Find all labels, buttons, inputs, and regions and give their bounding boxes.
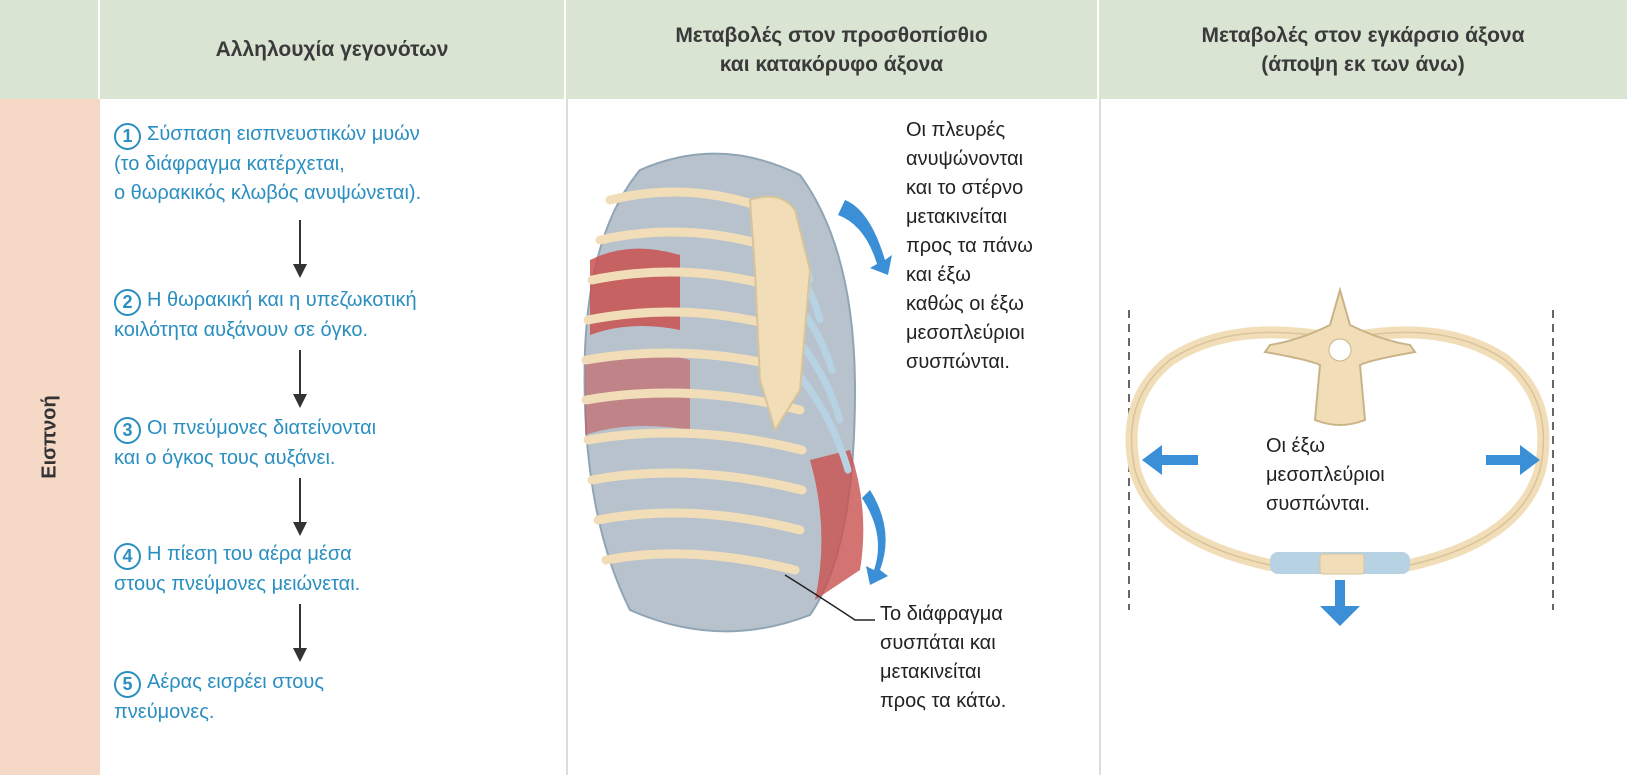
header-ap-line1: Μεταβολές στον προσθοπίσθιο — [675, 21, 987, 50]
header-transverse-axis: Μεταβολές στον εγκάρσιο άξονα (άποψη εκ … — [1099, 0, 1627, 99]
step-text: Αέρας εισρέει στους — [147, 671, 324, 693]
header-sequence: Αλληλουχία γεγονότων — [100, 0, 566, 99]
note-line: συσπώνται. — [1266, 490, 1385, 519]
step-1: 1 Σύσπαση εισπνευστικών μυών (το διάφραγμ… — [114, 120, 421, 208]
header-sequence-label: Αλληλουχία γεγονότων — [216, 35, 449, 64]
note-line: προς τα κάτω. — [880, 687, 1006, 716]
header-tr-line2: (άποψη εκ των άνω) — [1201, 50, 1524, 79]
flow-arrow — [299, 220, 301, 276]
step-number: 5 — [114, 671, 141, 698]
transverse-note: Οι έξω μεσοπλεύριοι συσπώνται. — [1266, 432, 1385, 519]
step-4: 4 Η πίεση του αέρα μέσα στους πνεύμονες μ… — [114, 540, 360, 599]
step-text: (το διάφραγμα κατέρχεται, — [114, 153, 345, 175]
note-line: συσπάται και — [880, 629, 1006, 658]
flow-arrow — [299, 604, 301, 660]
rib-cage-illustration — [570, 130, 910, 650]
ap-note-diaphragm: Το διάφραγμα συσπάται και μετακινείται π… — [880, 600, 1006, 716]
header-ap-line2: και κατακόρυφο άξονα — [675, 50, 987, 79]
step-text: Η θωρακική και η υπεζωκοτική — [147, 289, 417, 311]
step-text: Οι πνεύμονες διατείνονται — [147, 417, 376, 439]
note-line: συσπώνται. — [906, 348, 1033, 377]
step-text: στους πνεύμονες μειώνεται. — [114, 573, 360, 595]
header-ap-axis: Μεταβολές στον προσθοπίσθιο και κατακόρυ… — [566, 0, 1099, 99]
step-text: Σύσπαση εισπνευστικών μυών — [147, 123, 420, 145]
note-line: Το διάφραγμα — [880, 600, 1006, 629]
note-line: και έξω — [906, 261, 1033, 290]
step-text: Η πίεση του αέρα μέσα — [147, 543, 352, 565]
step-text: ο θωρακικός κλωβός ανυψώνεται). — [114, 182, 421, 204]
step-text: και ο όγκος τους αυξάνει. — [114, 447, 335, 469]
header-tr-line1: Μεταβολές στον εγκάρσιο άξονα — [1201, 21, 1524, 50]
step-2: 2 Η θωρακική και η υπεζωκοτική κοιλότητα … — [114, 286, 417, 345]
header-corner — [0, 0, 100, 99]
note-line: μεσοπλεύριοι — [1266, 461, 1385, 490]
note-line: προς τα πάνω — [906, 232, 1033, 261]
step-number: 3 — [114, 417, 141, 444]
note-line: και το στέρνο — [906, 174, 1033, 203]
step-3: 3 Οι πνεύμονες διατείνονται και ο όγκος τ… — [114, 414, 376, 473]
step-5: 5 Αέρας εισρέει στους πνεύμονες. — [114, 668, 324, 727]
flow-arrow — [299, 350, 301, 406]
note-line: ανυψώνονται — [906, 145, 1033, 174]
step-text: κοιλότητα αυξάνουν σε όγκο. — [114, 319, 368, 341]
ap-note-ribs: Οι πλευρές ανυψώνονται και το στέρνο μετ… — [906, 116, 1033, 377]
note-line: μετακινείται — [880, 658, 1006, 687]
note-line: Οι πλευρές — [906, 116, 1033, 145]
note-line: Οι έξω — [1266, 432, 1385, 461]
step-text: πνεύμονες. — [114, 701, 214, 723]
step-number: 2 — [114, 289, 141, 316]
note-line: μετακινείται — [906, 203, 1033, 232]
note-line: καθώς οι έξω — [906, 290, 1033, 319]
step-number: 4 — [114, 543, 141, 570]
note-line: μεσοπλεύριοι — [906, 319, 1033, 348]
flow-arrow — [299, 478, 301, 534]
phase-label: Εισπνοή — [39, 395, 62, 478]
step-number: 1 — [114, 123, 141, 150]
